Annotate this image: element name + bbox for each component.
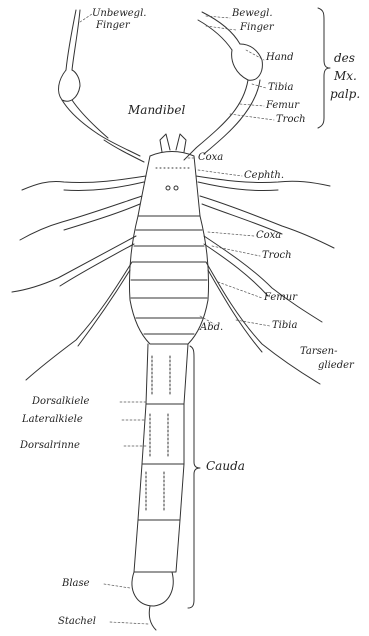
label-unbewegl: Unbewegl.	[92, 8, 146, 19]
label-bewegl: Bewegl.	[232, 8, 273, 19]
left-legs	[12, 176, 146, 380]
label-finger-left: Finger	[96, 20, 130, 31]
label-tibia-leg: Tibia	[272, 320, 297, 331]
label-tarsen: Tarsen-	[300, 346, 338, 357]
label-finger-right: Finger	[240, 22, 274, 33]
label-dorsalrinne: Dorsalrinne	[20, 440, 80, 451]
label-blase: Blase	[62, 578, 90, 589]
label-palp: palp.	[330, 88, 360, 101]
label-coxa-leg: Coxa	[256, 230, 281, 241]
label-dorsalkiele: Dorsalkiele	[32, 396, 89, 407]
label-tibia-palp: Tibia	[268, 82, 293, 93]
cephalothorax	[138, 152, 200, 217]
label-mx: Mx.	[334, 70, 357, 83]
label-des: des	[334, 52, 355, 65]
label-femur-palp: Femur	[266, 100, 299, 111]
label-coxa-palp: Coxa	[198, 152, 223, 163]
label-mandibel: Mandibel	[128, 104, 185, 117]
label-cephth: Cephth.	[244, 170, 284, 181]
brace-maxillarpalpus	[318, 8, 330, 128]
label-glieder: glieder	[318, 360, 354, 371]
label-abd: Abd.	[200, 322, 223, 333]
right-pedipalp	[184, 12, 262, 160]
label-troch-palp: Troch	[276, 114, 306, 125]
cauda	[134, 344, 188, 572]
label-stachel: Stachel	[58, 616, 96, 627]
label-hand: Hand	[266, 52, 294, 63]
braces	[188, 8, 330, 608]
abdomen	[129, 216, 208, 344]
label-cauda: Cauda	[206, 460, 245, 473]
left-pedipalp	[59, 10, 144, 162]
label-troch-leg: Troch	[262, 250, 292, 261]
brace-cauda	[188, 346, 200, 608]
chelicerae	[160, 134, 186, 152]
label-lateralkiele: Lateralkiele	[22, 414, 83, 425]
label-femur-leg: Femur	[264, 292, 297, 303]
telson	[132, 572, 173, 630]
